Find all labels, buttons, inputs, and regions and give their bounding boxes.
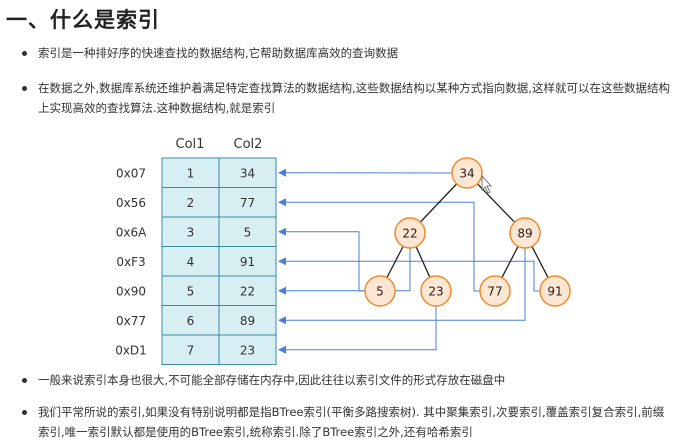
pointer-arrow xyxy=(278,306,437,354)
tree-node-circle xyxy=(420,275,452,307)
row-address: 0x56 xyxy=(116,196,146,210)
bullet-text: 索引是一种排好序的快速查找的数据结构,它帮助数据库高效的查询数据 xyxy=(38,46,399,60)
tree-node-value: 5 xyxy=(376,285,384,299)
cell-col2: 89 xyxy=(240,314,255,328)
tree-node-circle xyxy=(509,217,541,249)
table-row: 0x77 6 89 xyxy=(116,305,277,336)
table-row: 0x90 5 22 xyxy=(116,275,277,306)
cell-col2-box xyxy=(218,305,277,336)
cell-col2-box xyxy=(218,216,277,247)
pointer-arrow xyxy=(278,257,542,292)
cell-col2-box xyxy=(218,334,277,365)
tree-edge xyxy=(415,246,431,278)
bullet-item: 在数据之外,数据库系统还维护着满足特定查找算法的数据结构,这些数据结构以某种方式… xyxy=(22,78,672,118)
row-address: 0xF3 xyxy=(116,255,145,269)
tree-edge xyxy=(476,183,516,223)
table-row: 0xF3 4 91 xyxy=(116,246,277,277)
cell-col1: 3 xyxy=(187,225,195,239)
bullet-dot xyxy=(22,410,27,415)
bullet-text: 在数据之外,数据库系统还维护着满足特定查找算法的数据结构,这些数据结构以某种方式… xyxy=(38,81,670,115)
tree-edge xyxy=(386,246,404,278)
tree-node: 91 xyxy=(539,275,571,307)
cell-col2: 5 xyxy=(244,225,252,239)
row-address: 0x07 xyxy=(116,166,146,180)
bullet-text: 我们平常所说的索引,如果没有特别说明都是指BTree索引(平衡多路搜索树). 其… xyxy=(38,405,665,439)
cell-col2: 23 xyxy=(240,343,255,357)
tree-node: 5 xyxy=(364,275,396,307)
tree-node-circle xyxy=(394,217,426,249)
tree-edge xyxy=(531,246,549,278)
cell-col1: 1 xyxy=(187,166,195,180)
row-address: 0xD1 xyxy=(115,343,147,357)
cell-col1: 5 xyxy=(187,284,195,298)
cell-col1-box xyxy=(161,334,220,365)
table-row: 0x56 2 77 xyxy=(116,187,277,218)
cell-col1: 7 xyxy=(187,343,195,357)
table-row: 0x07 1 34 xyxy=(116,157,277,188)
row-address: 0x6A xyxy=(116,225,147,239)
tree-node-circle xyxy=(539,275,571,307)
bullet-item: 索引是一种排好序的快速查找的数据结构,它帮助数据库高效的查询数据 xyxy=(22,43,662,63)
column-header-col2: Col2 xyxy=(234,137,263,152)
cell-col1: 4 xyxy=(187,255,195,269)
bullet-item: 我们平常所说的索引,如果没有特别说明都是指BTree索引(平衡多路搜索树). 其… xyxy=(22,402,672,442)
row-address: 0x90 xyxy=(116,284,146,298)
index-diagram: Col1 Col2 0x07 1 34 0x56 2 77 0x6A 3 5 0xF3 4 91 0x9… xyxy=(115,137,571,365)
row-address: 0x77 xyxy=(116,314,146,328)
cell-col1-box xyxy=(161,157,220,188)
bullet-dot xyxy=(22,51,27,56)
bullet-dot xyxy=(22,86,27,91)
mouse-cursor-icon xyxy=(481,174,492,194)
tree-node: 34 xyxy=(451,157,483,189)
pointer-arrow xyxy=(278,248,411,295)
pointer-arrow xyxy=(278,248,526,325)
bullet-item: 一般来说索引本身也很大,不可能全部存储在内存中,因此往往以索引文件的形式存放在磁… xyxy=(22,370,662,390)
tree-node-circle xyxy=(479,275,511,307)
page-title: 一、什么是索引 xyxy=(6,8,160,32)
cell-col2: 77 xyxy=(240,196,255,210)
tree-edge xyxy=(419,183,458,223)
tree-node: 77 xyxy=(479,275,511,307)
bullet-dot xyxy=(22,378,27,383)
pointer-arrow xyxy=(278,198,482,292)
tree-node-value: 91 xyxy=(547,285,562,299)
tree-node: 22 xyxy=(394,217,426,249)
tree-node-value: 89 xyxy=(517,227,532,241)
cell-col2: 22 xyxy=(240,284,255,298)
tree-node-value: 22 xyxy=(402,227,417,241)
bullet-text: 一般来说索引本身也很大,不可能全部存储在内存中,因此往往以索引文件的形式存放在磁… xyxy=(38,373,506,387)
column-header-col1: Col1 xyxy=(176,137,205,152)
tree-node-circle xyxy=(451,157,483,189)
tree-node-value: 34 xyxy=(459,167,474,181)
table-row: 0x6A 3 5 xyxy=(116,216,277,247)
cell-col2-box xyxy=(218,246,277,277)
cell-col2-box xyxy=(218,275,277,306)
tree-node: 89 xyxy=(509,217,541,249)
tree-node-value: 23 xyxy=(428,285,443,299)
tree-edge xyxy=(501,246,519,278)
cell-col1: 2 xyxy=(187,196,195,210)
cell-col2: 34 xyxy=(240,166,255,180)
tree-node: 23 xyxy=(420,275,452,307)
table-row: 0xD1 7 23 xyxy=(115,334,277,365)
cell-col1: 6 xyxy=(187,314,195,328)
cell-col2: 91 xyxy=(240,255,255,269)
tree-node-value: 77 xyxy=(487,285,502,299)
cell-col2-box xyxy=(218,157,277,188)
tree-node-circle xyxy=(364,275,396,307)
cell-col2-box xyxy=(218,187,277,218)
